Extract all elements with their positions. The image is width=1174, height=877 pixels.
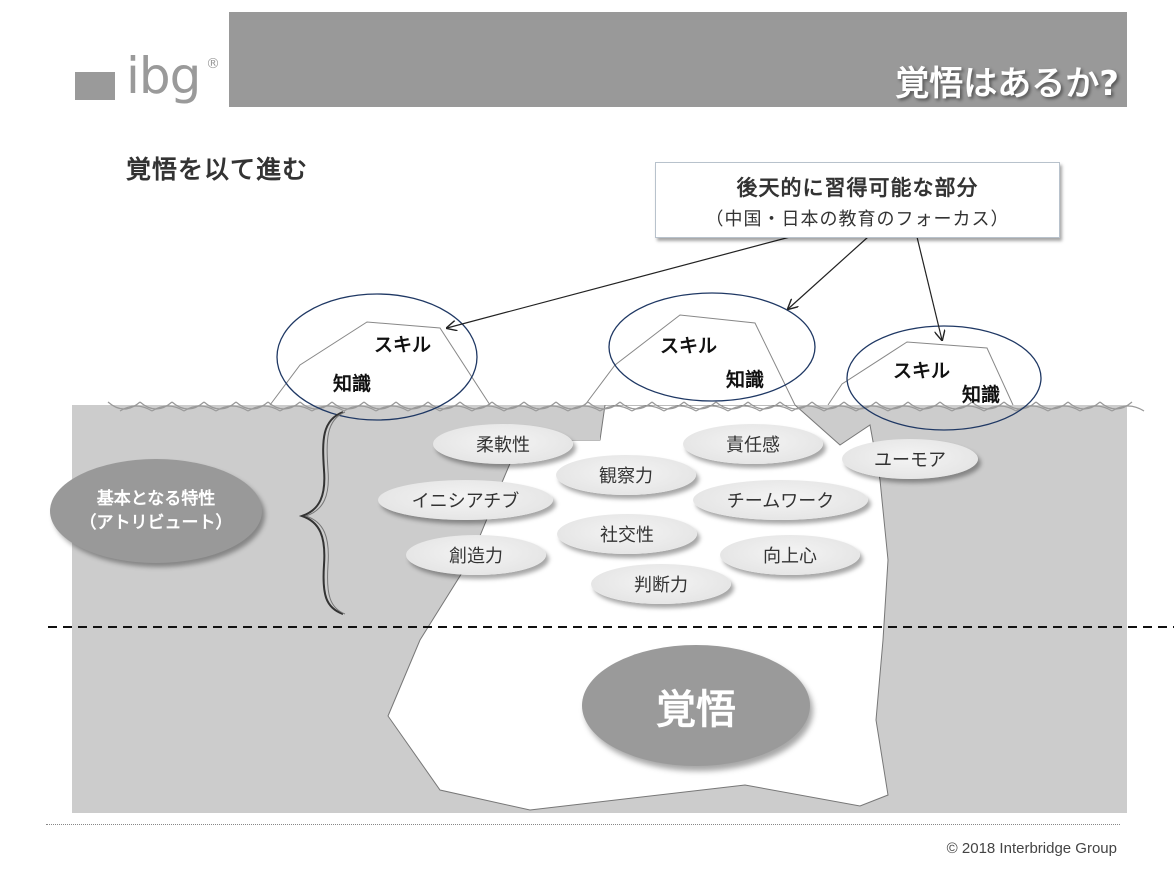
callout-subheading: （中国・日本の教育のフォーカス） (705, 209, 1010, 230)
registered-mark: ® (206, 56, 220, 72)
callout-heading: 後天的に習得可能な部分 (736, 176, 979, 200)
right-skill-ellipse (846, 325, 1042, 431)
arrow-to-left-iceberg (447, 236, 791, 328)
attribute-pill: 判断力 (591, 564, 731, 604)
logo-mark-square (75, 72, 115, 100)
wave-troughs (119, 405, 1145, 412)
curly-brace-shadow (304, 411, 346, 615)
attributes-label-ellipse: 基本となる特性 （アトリビュート） (50, 459, 262, 563)
wave-line (107, 401, 1145, 412)
left-knowledge-label: 知識 (333, 373, 372, 395)
attribute-pill: ユーモア (842, 439, 978, 479)
right-iceberg-tip (827, 341, 1014, 406)
attribute-pill: イニシアチブ (378, 480, 553, 520)
center-skill-ellipse (608, 292, 816, 402)
attribute-pill: 観察力 (556, 455, 696, 495)
attribute-pill: 創造力 (406, 535, 546, 575)
attribute-pill: チームワーク (693, 480, 868, 520)
attribute-pill: 責任感 (683, 424, 823, 464)
left-iceberg-tip (269, 321, 491, 406)
right-skill-label: スキル (893, 360, 951, 382)
curly-brace (298, 411, 344, 615)
left-skill-ellipse (276, 293, 478, 421)
core-resolve-ellipse: 覚悟 (582, 645, 810, 766)
left-skill-label: スキル (374, 334, 432, 356)
footer-divider (46, 824, 1120, 825)
center-iceberg-tip (584, 314, 796, 406)
logo-text: ibg (126, 47, 201, 105)
attributes-label-line1: 基本となる特性 (96, 489, 216, 509)
attribute-pill: 社交性 (557, 514, 697, 554)
arrow-to-center-iceberg (788, 236, 869, 309)
attribute-pill: 向上心 (720, 535, 860, 575)
title-bar: 覚悟はあるか? (229, 12, 1127, 107)
slide-title: 覚悟はあるか? (895, 64, 1119, 104)
callout-box: 後天的に習得可能な部分 （中国・日本の教育のフォーカス） (655, 162, 1060, 238)
attribute-pill: 柔軟性 (433, 424, 573, 464)
copyright-text: © 2018 Interbridge Group (946, 840, 1117, 857)
center-knowledge-label: 知識 (726, 369, 765, 391)
arrow-to-right-iceberg (916, 236, 942, 340)
right-knowledge-label: 知識 (962, 384, 1001, 406)
attributes-label-line2: （アトリビュート） (79, 513, 233, 533)
center-skill-label: スキル (660, 335, 718, 357)
slide-subtitle: 覚悟を以て進む (126, 155, 309, 184)
